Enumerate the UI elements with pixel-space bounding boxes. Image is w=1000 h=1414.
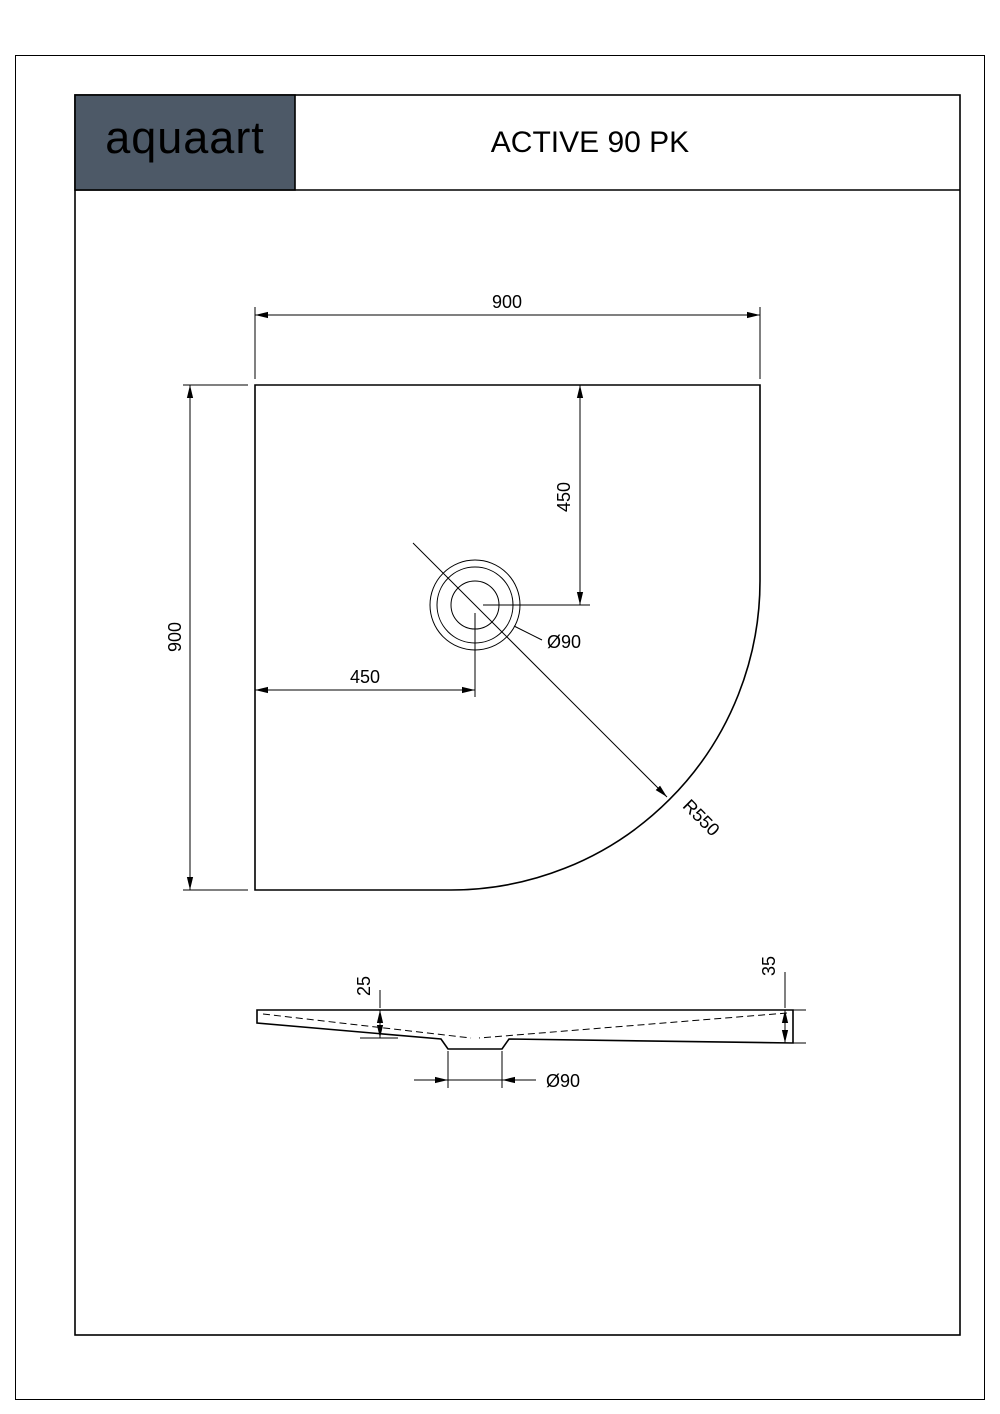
corner-radius-label: R550 (679, 795, 724, 840)
section-drain-diameter-label: Ø90 (546, 1071, 580, 1091)
drain-offset-vertical-label: 450 (554, 482, 574, 512)
drawing-title: ACTIVE 90 PK (491, 126, 689, 159)
section-outline (256, 1009, 794, 1050)
edge-height-label: 35 (759, 956, 779, 976)
slope-hidden-line-right (478, 1012, 788, 1039)
brand-logo: aquaart (105, 112, 265, 163)
drain-diameter-leader (513, 625, 543, 641)
inner-frame (74, 94, 961, 1336)
radius-leader-line (412, 542, 668, 798)
logo-box (74, 94, 296, 191)
min-thickness-label: 25 (354, 976, 374, 996)
height-dimension-label: 900 (165, 622, 185, 652)
section-view: 25 35 Ø90 (256, 956, 806, 1091)
tray-outline (254, 384, 761, 891)
plan-drain-diameter-label: Ø90 (547, 632, 581, 652)
drain-offset-horizontal-label: 450 (350, 667, 380, 687)
slope-hidden-line-left (262, 1013, 472, 1039)
plan-view: R550 Ø90 900 900 450 450 (165, 292, 761, 891)
page-border (15, 55, 985, 1400)
width-dimension-label: 900 (492, 292, 522, 312)
